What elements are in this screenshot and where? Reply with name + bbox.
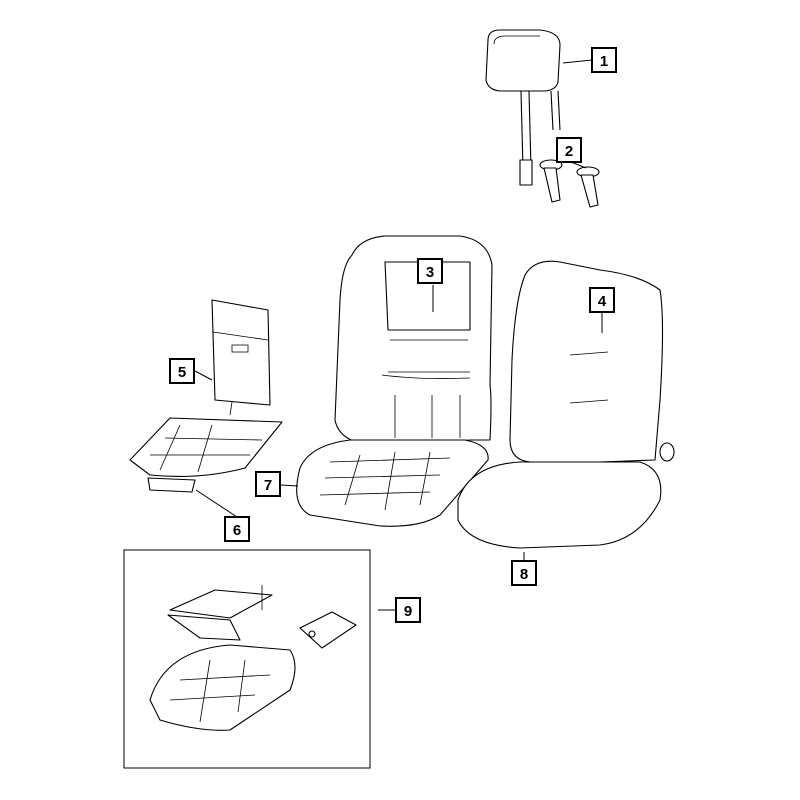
callout-1-label: 1 (600, 53, 608, 70)
cushion-pad (129, 417, 283, 493)
callout-4: 4 (589, 287, 615, 313)
headrest-guides (539, 159, 600, 208)
callout-1: 1 (591, 47, 617, 73)
callout-3-label: 3 (426, 264, 434, 281)
callout-2-label: 2 (565, 143, 573, 160)
callout-9-label: 9 (404, 603, 412, 620)
callout-2: 2 (556, 137, 582, 163)
seat-back-frame (334, 235, 493, 446)
back-heater-pad (211, 299, 271, 416)
callout-5-label: 5 (178, 364, 186, 381)
seat-kit-frame (123, 549, 371, 769)
callout-8-label: 8 (520, 566, 528, 583)
complete-seat (457, 260, 675, 549)
callout-7-label: 7 (264, 477, 272, 494)
callout-9: 9 (395, 597, 421, 623)
callout-6-label: 6 (233, 522, 241, 539)
callout-8: 8 (511, 560, 537, 586)
callout-4-label: 4 (598, 293, 607, 310)
callout-3: 3 (417, 258, 443, 284)
callout-6: 6 (224, 516, 250, 542)
callout-7: 7 (255, 471, 281, 497)
headrest (485, 29, 561, 186)
callout-5: 5 (169, 358, 195, 384)
